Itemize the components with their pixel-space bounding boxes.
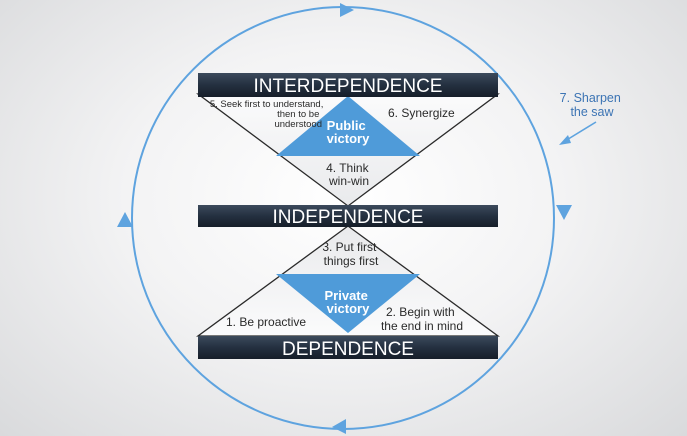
private-victory-triangle (276, 274, 420, 333)
habit-7-pointer-arrowhead (559, 135, 571, 145)
habit-1-label: 1. Be proactive (226, 315, 306, 329)
habit-6-label: 6. Synergize (388, 106, 455, 120)
circle-arrow-left (117, 212, 133, 227)
interdependence-bar (198, 73, 498, 97)
habit-5-label: 5. Seek first to understand, then to be … (210, 99, 326, 130)
habit-3-label: 3. Put first things first (322, 240, 379, 268)
independence-bar (198, 205, 498, 227)
circle-arrow-top (340, 3, 354, 17)
dependence-title: DEPENDENCE (282, 339, 414, 360)
habit-7-pointer-line (564, 121, 597, 142)
public-victory-triangle (276, 96, 420, 156)
habit-4-label: 4. Think win-win (326, 161, 372, 188)
private-victory-label: Private victory (325, 288, 372, 316)
independence-title: INDEPENDENCE (273, 207, 424, 228)
public-victory-label: Public victory (327, 118, 370, 146)
interdependence-title: INTERDEPENDENCE (254, 76, 443, 97)
circle-arrow-bottom (332, 419, 346, 434)
habit-2-label: 2. Begin with the end in mind (381, 305, 463, 333)
circle-arrow-right (556, 205, 572, 220)
dependence-bar (198, 336, 498, 359)
habit-7-label: 7. Sharpen the saw (560, 91, 625, 119)
